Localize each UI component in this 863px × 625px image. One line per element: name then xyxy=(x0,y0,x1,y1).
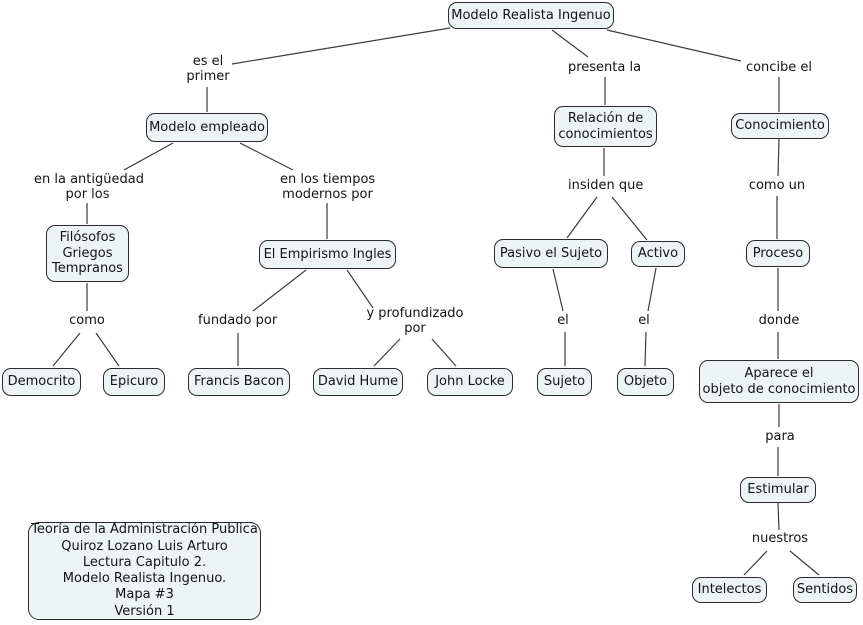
node-filosofos-griegos-tempranos[interactable]: Filósofos Griegos Tempranos xyxy=(46,225,129,282)
link-label-concibe-el[interactable]: concibe el xyxy=(745,60,813,75)
link-label-nuestros[interactable]: nuestros xyxy=(751,531,809,546)
node-epicuro[interactable]: Epicuro xyxy=(103,368,165,396)
link-label-el-sujeto[interactable]: el xyxy=(557,313,569,328)
node-aparece-el-objeto-de-conocimiento[interactable]: Aparece el objeto de conocimiento xyxy=(699,360,859,403)
node-francis-bacon[interactable]: Francis Bacon xyxy=(188,368,290,396)
node-estimular[interactable]: Estimular xyxy=(740,477,816,503)
citation-box[interactable]: Teoría de la Administración Publica Quir… xyxy=(28,522,261,620)
node-intelectos[interactable]: Intelectos xyxy=(692,577,767,603)
link-label-como[interactable]: como xyxy=(69,313,105,328)
link-label-en-la-antiguedad-por-los[interactable]: en la antigüedad por los xyxy=(34,172,144,203)
node-democrito[interactable]: Democrito xyxy=(2,368,81,396)
node-modelo-realista-ingenuo[interactable]: Modelo Realista Ingenuo xyxy=(448,2,614,29)
node-proceso[interactable]: Proceso xyxy=(746,240,810,267)
node-sentidos[interactable]: Sentidos xyxy=(793,577,857,603)
link-label-y-profundizado-por[interactable]: y profundizado por xyxy=(366,306,464,337)
link-label-donde[interactable]: donde xyxy=(758,313,800,328)
node-modelo-empleado[interactable]: Modelo empleado xyxy=(146,113,268,142)
link-label-en-los-tiempos-modernos-por[interactable]: en los tiempos modernos por xyxy=(280,172,376,203)
node-pasivo-el-sujeto[interactable]: Pasivo el Sujeto xyxy=(494,239,608,268)
node-relacion-de-conocimientos[interactable]: Relación de conocimientos xyxy=(554,106,657,147)
node-sujeto[interactable]: Sujeto xyxy=(537,368,592,396)
link-label-presenta-la[interactable]: presenta la xyxy=(567,60,642,75)
link-label-como-un[interactable]: como un xyxy=(748,178,806,193)
node-activo[interactable]: Activo xyxy=(631,241,685,267)
link-label-para[interactable]: para xyxy=(765,429,795,444)
node-conocimiento[interactable]: Conocimiento xyxy=(731,113,829,139)
link-label-el-objeto[interactable]: el xyxy=(638,313,650,328)
node-objeto[interactable]: Objeto xyxy=(617,368,674,396)
link-label-fundado-por[interactable]: fundado por xyxy=(198,313,278,328)
node-john-locke[interactable]: John Locke xyxy=(427,368,513,396)
link-label-insiden-que[interactable]: insiden que xyxy=(568,178,644,193)
node-david-hume[interactable]: David Hume xyxy=(313,368,403,396)
link-label-es-el-primer[interactable]: es el primer xyxy=(186,54,230,85)
node-el-empirismo-ingles[interactable]: El Empirismo Ingles xyxy=(259,240,396,269)
